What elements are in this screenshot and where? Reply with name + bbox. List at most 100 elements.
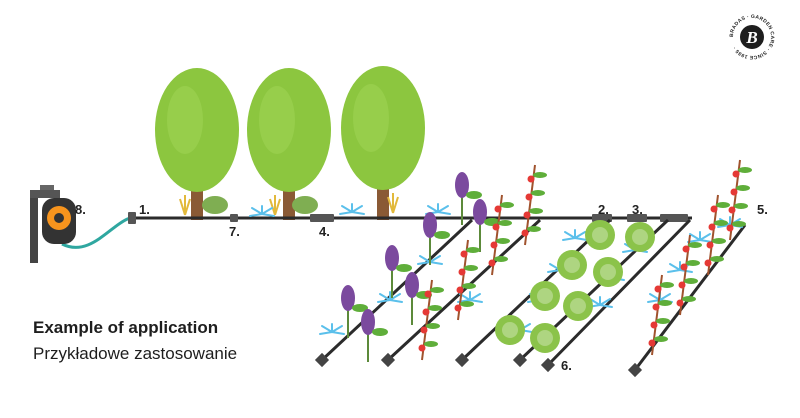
tomato xyxy=(650,321,658,329)
tomato-leaf xyxy=(533,172,547,178)
tomato-leaf xyxy=(660,282,674,288)
tomato-leaf xyxy=(430,287,444,293)
cabbage-heart xyxy=(592,227,608,243)
tomato xyxy=(730,188,738,196)
pipe-connector xyxy=(627,214,647,222)
pipe-connector xyxy=(660,214,688,222)
eggplant xyxy=(455,172,469,198)
tap-pipe xyxy=(30,195,38,263)
tomato xyxy=(422,308,430,316)
tomato xyxy=(710,205,718,213)
grass-tuft xyxy=(179,195,191,216)
tomato xyxy=(488,259,496,267)
tomato-leaf xyxy=(424,341,438,347)
tomato xyxy=(458,268,466,276)
callout-8: 8. xyxy=(75,202,86,217)
tomato xyxy=(492,223,500,231)
tomato xyxy=(456,286,464,294)
tomato xyxy=(652,303,660,311)
tomato-leaf xyxy=(734,203,748,209)
eggplant xyxy=(473,199,487,225)
logo-letter: B xyxy=(745,28,757,47)
tree-foliage xyxy=(247,68,331,192)
water-spray xyxy=(562,229,588,241)
cabbage-heart xyxy=(632,229,648,245)
tomato-leaf xyxy=(496,238,510,244)
shrub xyxy=(202,196,228,214)
tomato xyxy=(676,299,684,307)
tomato xyxy=(728,206,736,214)
cabbage-heart xyxy=(502,322,518,338)
tomato-leaf xyxy=(682,296,696,302)
tomato-leaf xyxy=(654,336,668,342)
eggplant-leaf xyxy=(352,304,368,312)
tomato-leaf xyxy=(712,238,726,244)
tomato xyxy=(454,304,462,312)
tree-foliage xyxy=(155,68,239,192)
eggplant-leaf xyxy=(434,231,450,239)
eggplant xyxy=(385,245,399,271)
water-spray xyxy=(457,291,483,303)
water-spray xyxy=(249,205,275,217)
water-tap xyxy=(30,185,76,263)
garden-hose xyxy=(61,216,131,249)
tomato-leaf xyxy=(688,242,702,248)
tomato xyxy=(418,344,426,352)
tree-highlight xyxy=(167,86,203,154)
callout-3: 3. xyxy=(632,202,643,217)
tomato-leaf xyxy=(716,202,730,208)
tomato-leaf xyxy=(466,247,480,253)
tomato xyxy=(527,175,535,183)
tree-highlight xyxy=(353,84,389,152)
callout-5: 5. xyxy=(757,202,768,217)
end-plug xyxy=(512,352,528,368)
tomato-leaf xyxy=(736,185,750,191)
tomato xyxy=(706,241,714,249)
cabbage-heart xyxy=(570,298,586,314)
eggplant xyxy=(341,285,355,311)
callout-1: 1. xyxy=(139,202,150,217)
logo-badge xyxy=(740,25,764,49)
callout-6: 6. xyxy=(561,358,572,373)
tomato xyxy=(420,326,428,334)
water-spray xyxy=(377,291,403,303)
end-plug xyxy=(314,352,330,368)
pipe-connector xyxy=(128,212,136,224)
callout-4: 4. xyxy=(319,224,330,239)
tomato-leaf xyxy=(658,300,672,306)
tomato-leaf xyxy=(527,226,541,232)
tomato xyxy=(490,241,498,249)
pipe-connector xyxy=(310,214,334,222)
pipe-connector xyxy=(230,214,238,222)
water-spray xyxy=(587,296,613,308)
tomato xyxy=(654,285,662,293)
tomato-leaf xyxy=(710,256,724,262)
cabbage-heart xyxy=(537,330,553,346)
water-spray xyxy=(417,253,443,265)
cabbage-heart xyxy=(600,264,616,280)
tomato-leaf xyxy=(684,278,698,284)
eggplant-leaf xyxy=(396,264,412,272)
tomato-leaf xyxy=(460,301,474,307)
bradas-logo: BRADAS · GARDEN CARE · SINCE 1985 · B xyxy=(729,14,775,60)
tomato-leaf xyxy=(714,220,728,226)
branch-pipe xyxy=(386,218,542,362)
tomato xyxy=(648,339,656,347)
hose-path xyxy=(61,216,131,249)
end-plug xyxy=(454,352,470,368)
tomato-leaf xyxy=(498,220,512,226)
water-spray xyxy=(647,291,673,303)
cabbage-heart xyxy=(564,257,580,273)
eggplant xyxy=(361,309,375,335)
tomato-leaf xyxy=(464,265,478,271)
callout-2: 2. xyxy=(598,202,609,217)
tomato-leaf xyxy=(732,221,746,227)
tomato xyxy=(682,245,690,253)
tomato-leaf xyxy=(529,208,543,214)
tomato xyxy=(424,290,432,298)
end-plug xyxy=(540,357,556,373)
branch-pipe xyxy=(546,218,692,367)
tomato xyxy=(460,250,468,258)
tap-handle xyxy=(40,185,54,190)
eggplant xyxy=(405,272,419,298)
